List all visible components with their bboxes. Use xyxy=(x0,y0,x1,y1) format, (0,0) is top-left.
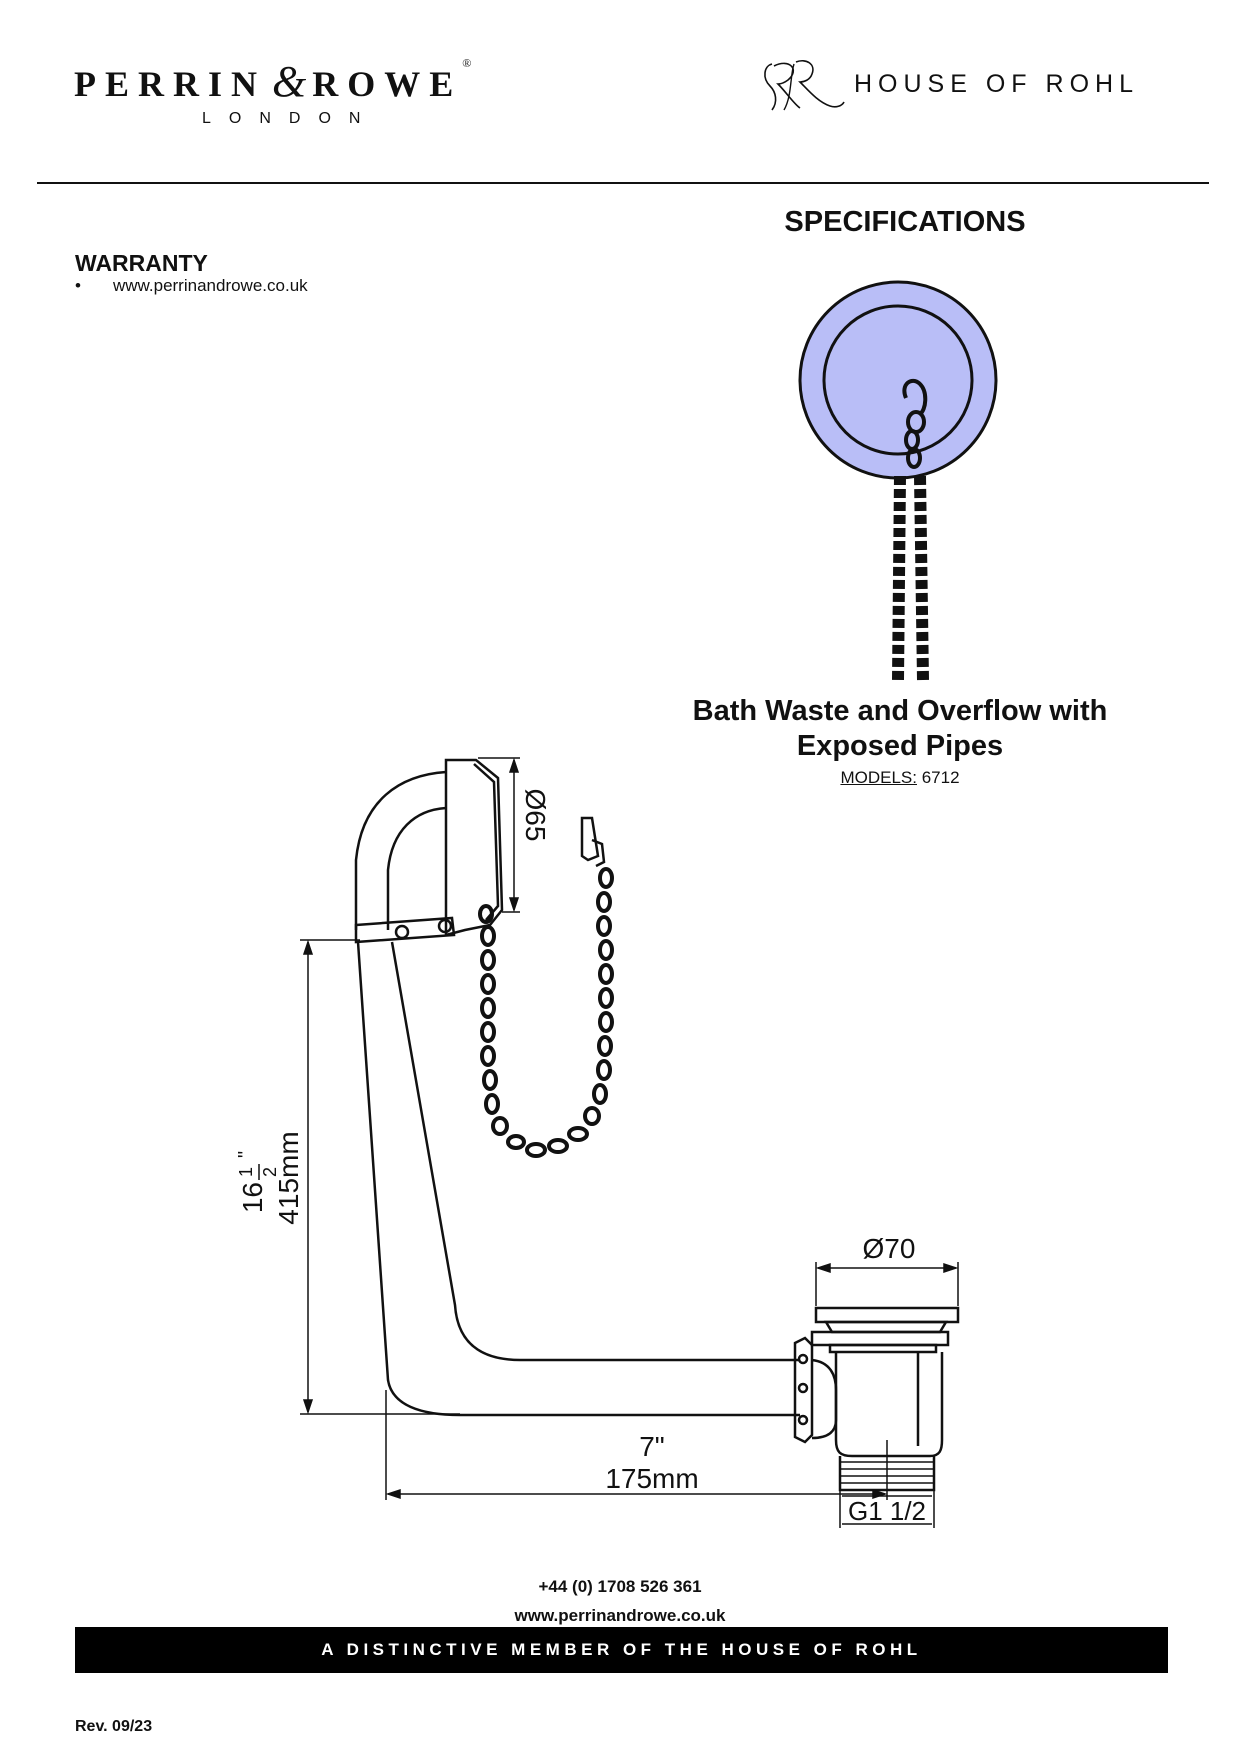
header-divider xyxy=(37,182,1209,184)
house-of-rohl-logo: HOUSE OF ROHL xyxy=(760,56,1180,116)
dim-height-mm: 415mm xyxy=(273,1131,304,1224)
warranty-list: • www.perrinandrowe.co.uk xyxy=(75,276,308,296)
footer-website[interactable]: www.perrinandrowe.co.uk xyxy=(514,1606,726,1625)
vertical-pipe xyxy=(356,941,800,1417)
models-label: MODELS: xyxy=(840,768,917,787)
registered-mark: ® xyxy=(462,56,472,70)
perrin-rowe-wordmark: PERRIN&ROWE® xyxy=(74,56,524,107)
warranty-item: • www.perrinandrowe.co.uk xyxy=(75,276,308,296)
brand-city: LONDON xyxy=(202,110,379,127)
rohl-monogram-icon xyxy=(764,59,845,111)
dim-width-imperial: 7" xyxy=(639,1431,665,1462)
footer-bar: A DISTINCTIVE MEMBER OF THE HOUSE OF ROH… xyxy=(75,1627,1168,1673)
dim-height-in-whole: 16 xyxy=(237,1182,268,1213)
warranty-link[interactable]: www.perrinandrowe.co.uk xyxy=(113,276,308,295)
product-title: Bath Waste and Overflow with Exposed Pip… xyxy=(620,694,1180,764)
dim-overflow-diameter: Ø65 xyxy=(520,789,551,842)
brand-ampersand: & xyxy=(272,57,307,106)
dim-width-mm: 175mm xyxy=(605,1463,698,1494)
warranty-heading: WARRANTY xyxy=(75,250,208,276)
brand-name-part1: PERRIN xyxy=(74,64,267,104)
plug-front-view-drawing xyxy=(798,280,998,681)
specifications-title: SPECIFICATIONS xyxy=(784,206,1026,238)
plug-chain-drop xyxy=(892,475,929,681)
footer-bar-text: A DISTINCTIVE MEMBER OF THE HOUSE OF ROH… xyxy=(321,1640,922,1659)
perrin-rowe-logo: PERRIN&ROWE® LONDON xyxy=(74,56,524,136)
plug-chain xyxy=(478,867,614,1158)
dim-height-imperial: 16 1 2 " xyxy=(235,1151,280,1213)
dim-thread: G1 1/2 xyxy=(848,1496,926,1526)
product-title-line1: Bath Waste and Overflow with xyxy=(692,695,1108,727)
overflow-plate-inner-ring xyxy=(822,304,974,456)
product-title-line2: Exposed Pipes xyxy=(796,730,1004,762)
dim-height-in-num: 1 xyxy=(236,1167,256,1177)
waste-overflow-side-view-drawing: Ø65 16 1 2 " 415mm Ø70 7" 175mm G1 1/2 xyxy=(235,757,960,1528)
dim-height-in-mark: " xyxy=(235,1151,257,1158)
models-value: 6712 xyxy=(921,768,960,787)
footer-phone[interactable]: +44 (0) 1708 526 361 xyxy=(538,1577,702,1596)
plug-side-view-icon xyxy=(580,816,606,868)
dim-height-in-den: 2 xyxy=(260,1167,280,1177)
revision-note: Rev. 09/23 xyxy=(75,1718,153,1735)
waste-flange xyxy=(814,1306,960,1324)
overflow-elbow xyxy=(354,770,447,930)
dim-waste-diameter: Ø70 xyxy=(863,1233,916,1264)
overflow-clamp xyxy=(354,916,456,944)
models-line: MODELS: 6712 xyxy=(700,768,1100,788)
waste-union-nut xyxy=(793,1336,814,1444)
chain-hook-icon xyxy=(902,378,928,469)
brand-name-part2: ROWE xyxy=(312,64,463,104)
house-of-rohl-name: HOUSE OF ROHL xyxy=(854,70,1139,98)
bullet-icon: • xyxy=(75,276,81,295)
overflow-plate xyxy=(798,280,998,480)
waste-body xyxy=(811,1358,838,1440)
